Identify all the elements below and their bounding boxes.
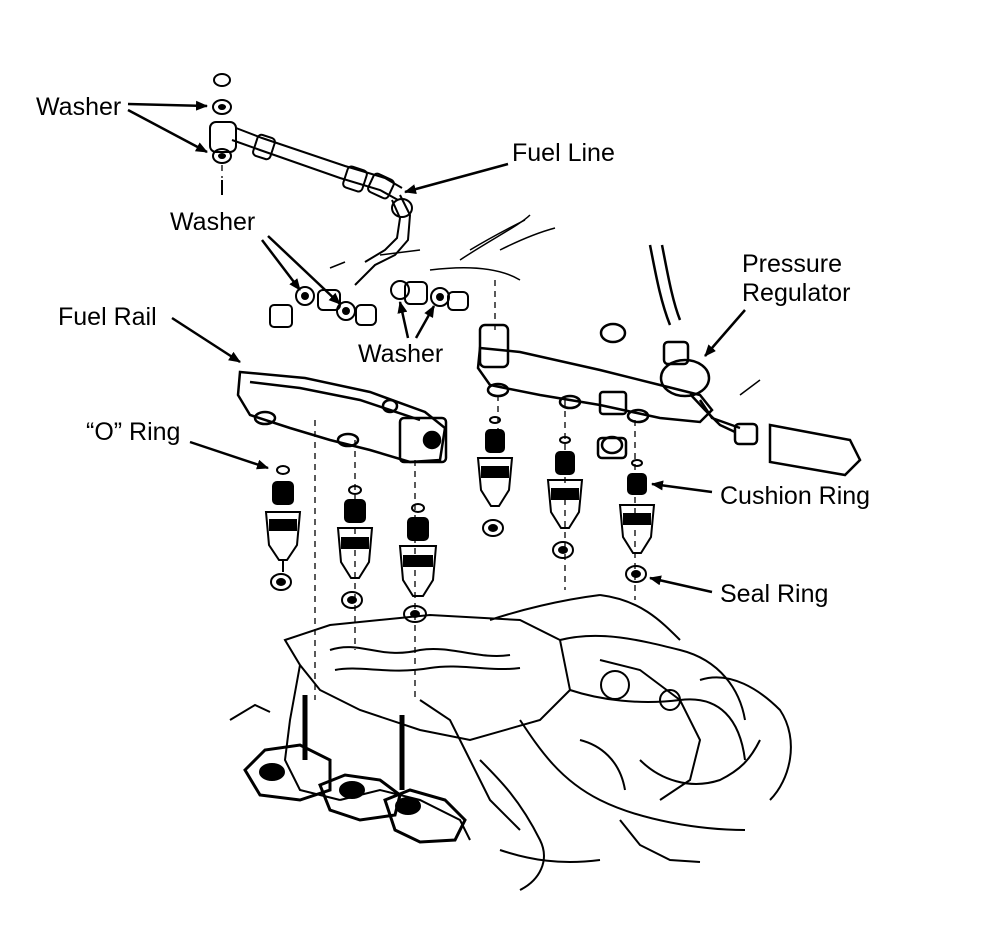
arrow-washer-lower-2 [414, 305, 436, 339]
arrow-washer-top-2 [127, 108, 208, 154]
misc-linework [329, 214, 761, 396]
arrow-washer-lower-1 [397, 301, 410, 339]
arrow-washer-mid-1 [261, 239, 301, 291]
washer-group-middle [269, 286, 377, 328]
arrow-fuel-rail [171, 316, 241, 364]
arrow-washer-top-1 [127, 100, 208, 111]
fuel-rail-right [476, 322, 714, 460]
washer-stack-top [212, 73, 232, 195]
label-pressure-regulator-line1: Pressure [742, 250, 843, 278]
arrow-seal-ring [649, 575, 713, 594]
intake-manifold [229, 594, 792, 891]
injector-1 [264, 465, 302, 591]
injector-2 [336, 485, 374, 609]
pressure-regulator [648, 244, 862, 477]
injectors [264, 416, 656, 623]
label-o-ring: “O” Ring [86, 418, 181, 446]
arrow-pressure-regulator [704, 309, 746, 357]
label-fuel-rail: Fuel Rail [58, 303, 157, 331]
label-washer-mid: Washer [170, 208, 256, 236]
fuel-rail-left [236, 370, 448, 464]
label-washer-lower: Washer [358, 340, 444, 368]
label-seal-ring: Seal Ring [720, 580, 829, 608]
label-pressure-regulator-line2: Regulator [742, 279, 851, 307]
arrow-cushion-ring [651, 480, 713, 494]
arrow-washer-mid-2 [267, 235, 341, 305]
fuel-line [209, 121, 413, 286]
label-fuel-line: Fuel Line [512, 139, 615, 167]
arrow-o-ring [189, 440, 269, 470]
injector-3 [398, 503, 438, 623]
washer-group-lower [390, 280, 469, 311]
injector-5 [546, 436, 584, 559]
label-washer-top: Washer [36, 93, 122, 121]
injector-6 [618, 459, 656, 583]
injector-4 [476, 416, 514, 537]
label-cushion-ring: Cushion Ring [720, 482, 871, 510]
arrow-fuel-line [404, 162, 509, 194]
leader-arrows [127, 100, 746, 594]
